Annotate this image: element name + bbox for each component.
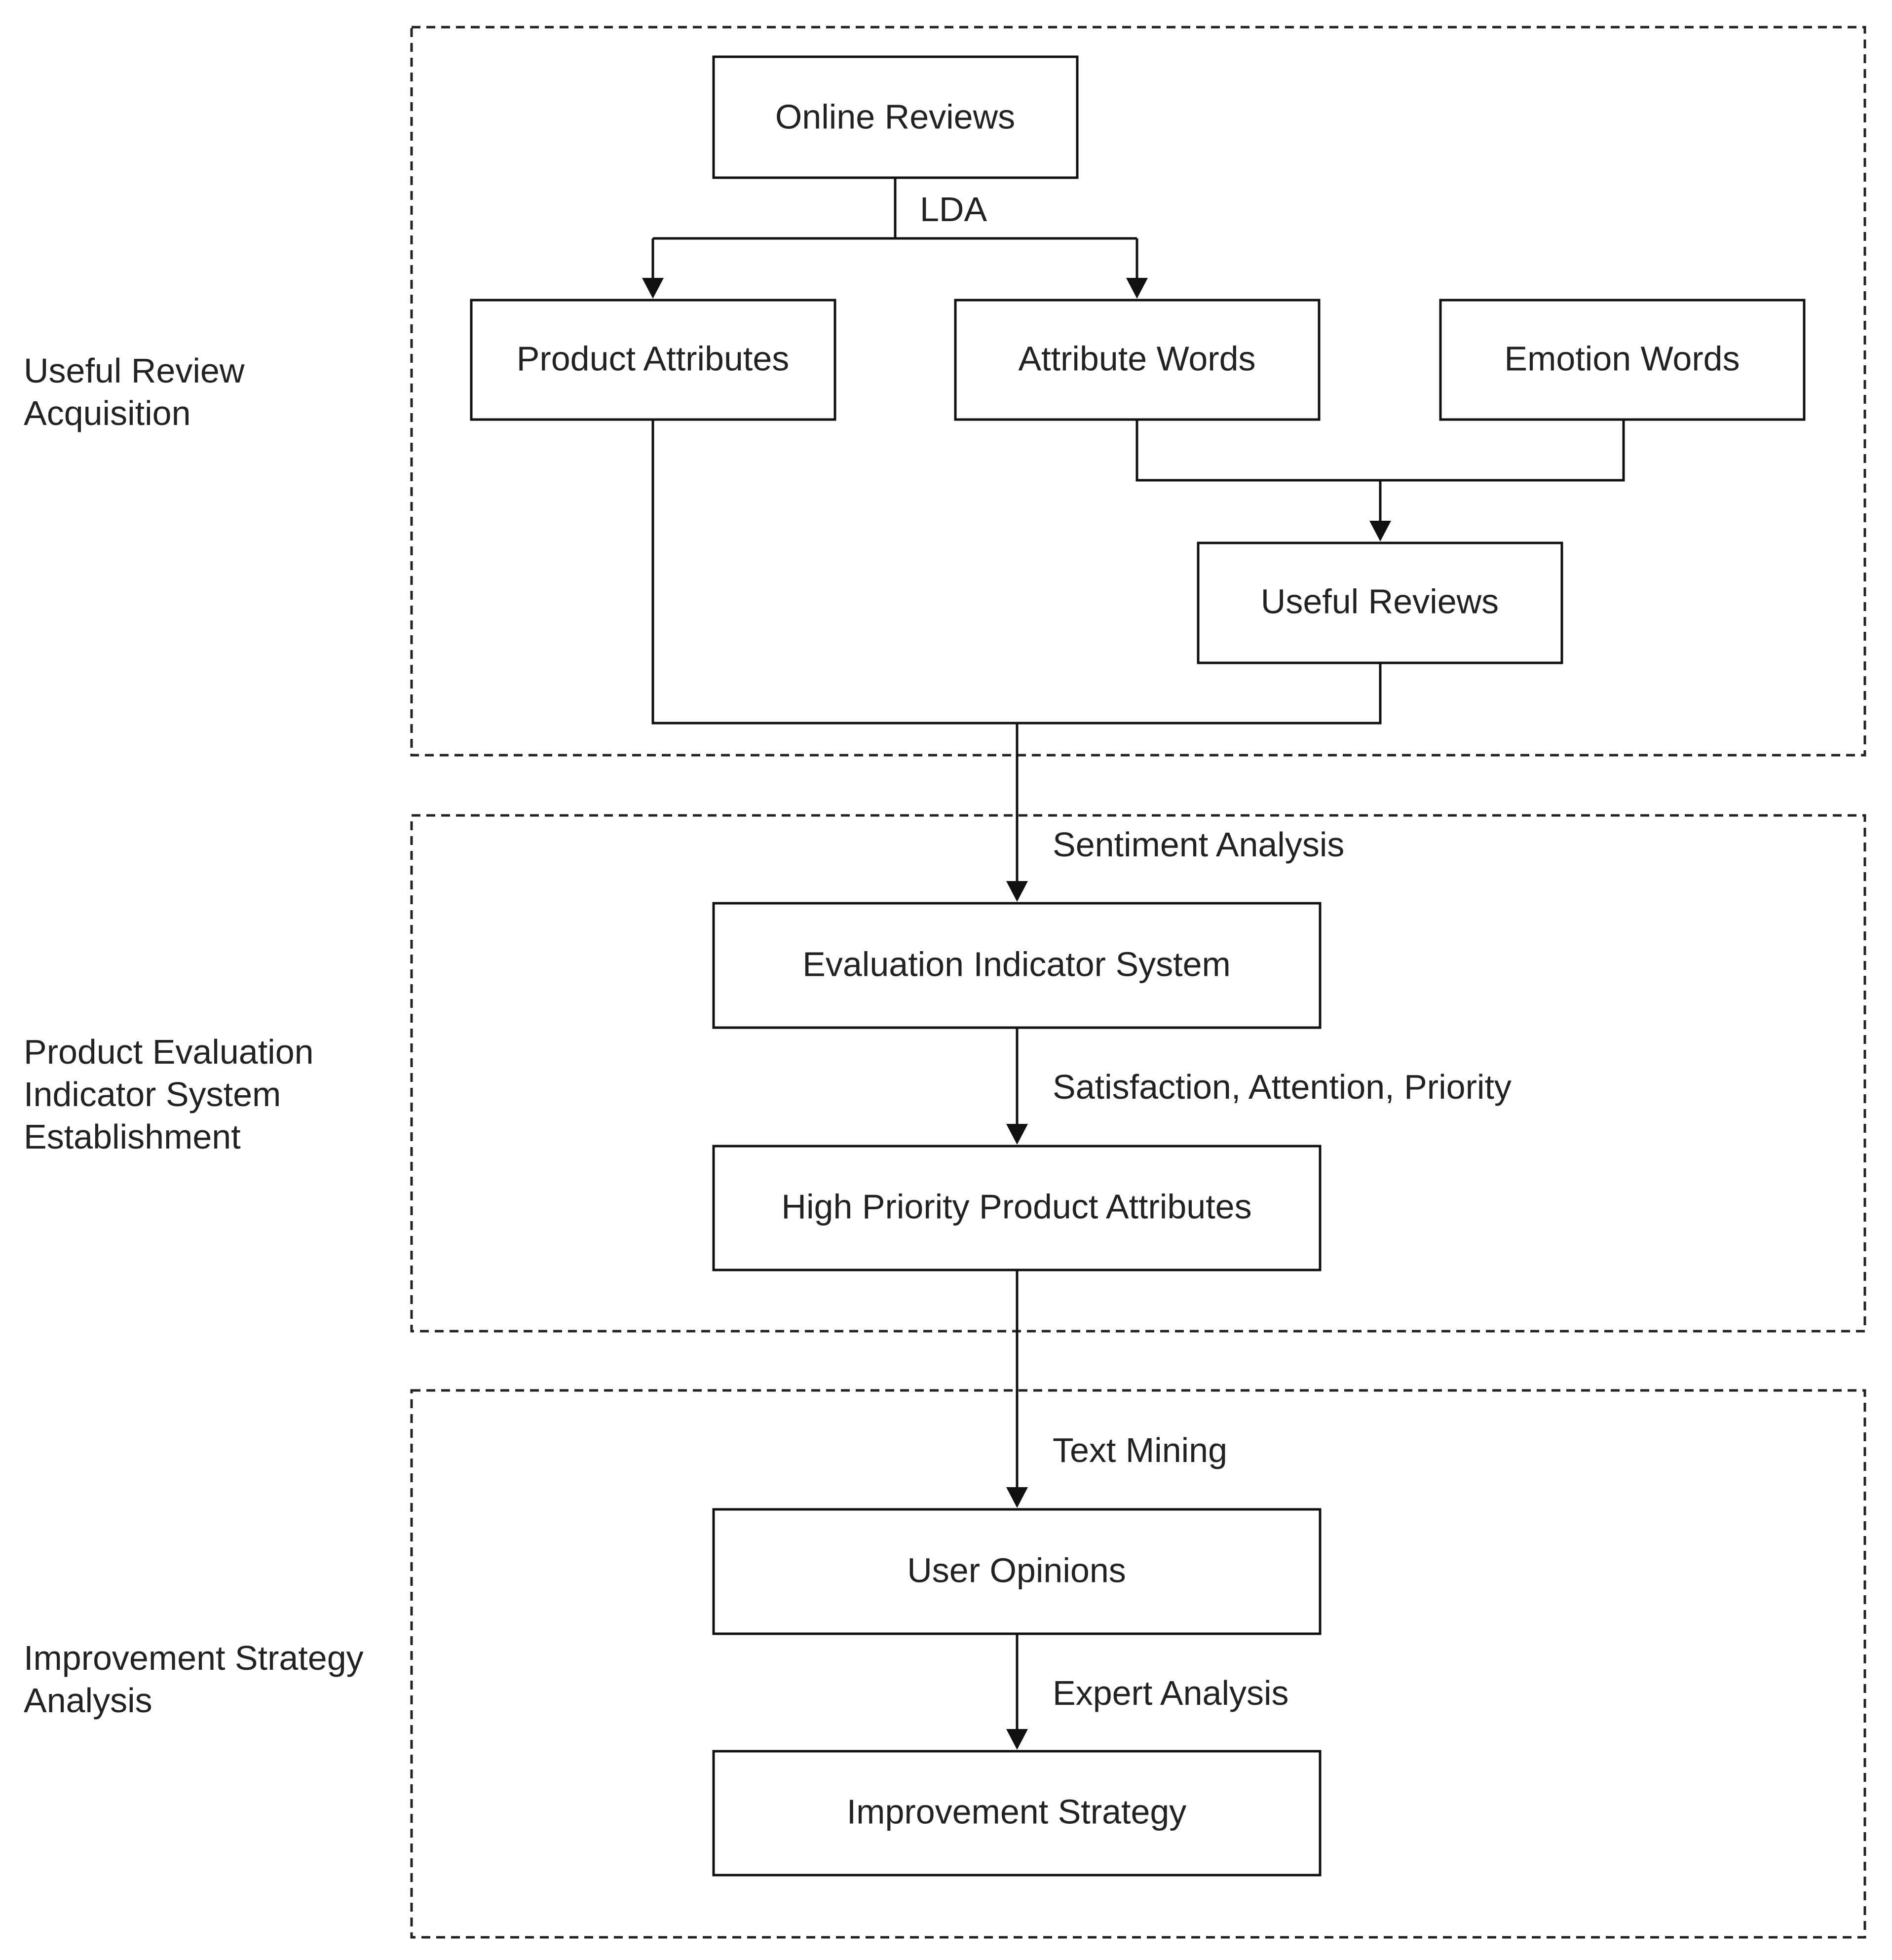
stage-frame-establishment [410,814,1866,1333]
node-label: Product Attributes [517,339,790,378]
edge-label-satisfaction-attention-priority: Satisfaction, Attention, Priority [1053,1068,1512,1106]
stage-label-acquisition: Useful Review Acquisition [24,351,254,432]
arrow-head-icon [642,278,664,299]
node-product-attributes: Product Attributes [470,299,836,421]
stage-label-establishment: Product Evaluation Indicator System Esta… [24,1033,323,1156]
arrow-head-icon [1006,1487,1028,1508]
node-label: Attribute Words [1018,339,1255,378]
node-label: Emotion Words [1504,339,1740,378]
node-label: User Opinions [907,1551,1126,1589]
node-emotion-words: Emotion Words [1439,299,1806,421]
edge-label-sentiment-analysis: Sentiment Analysis [1053,825,1344,864]
stage-frame-acquisition [410,26,1866,757]
stage-label-line: Product Evaluation [24,1033,314,1071]
node-label: Evaluation Indicator System [802,945,1231,983]
stage-label-line: Analysis [24,1681,152,1720]
arrow-head-icon [1369,521,1391,541]
node-attribute-words: Attribute Words [954,299,1321,421]
edge-label-text-mining: Text Mining [1053,1431,1227,1469]
node-online-reviews: Online Reviews [712,55,1079,179]
node-improvement-strategy: Improvement Strategy [712,1750,1322,1877]
arrow-head-icon [1006,881,1028,902]
stage-label-line: Acquisition [24,394,191,432]
arrow-head-icon [1006,1124,1028,1145]
stage-label-line: Useful Review [24,351,245,390]
stage-label-line: Establishment [24,1117,241,1156]
node-evaluation-indicator-system: Evaluation Indicator System [712,902,1322,1029]
stage-frame-strategy [410,1389,1866,1939]
node-label: Online Reviews [775,97,1015,136]
node-label: Useful Reviews [1261,582,1499,620]
node-user-opinions: User Opinions [712,1508,1322,1635]
edge-words-merge [1135,420,1625,529]
stage-label-strategy: Improvement Strategy Analysis [24,1639,373,1720]
stage-label-line: Improvement Strategy [24,1639,364,1677]
edge-label-lda: LDA [920,190,987,229]
stage-label-line: Indicator System [24,1075,281,1114]
arrow-head-icon [1126,278,1148,299]
node-label: Improvement Strategy [847,1792,1187,1831]
arrow-head-icon [1006,1729,1028,1750]
edge-merge-to-evaluation [651,420,1382,888]
edge-label-expert-analysis: Expert Analysis [1053,1674,1289,1712]
edge-online-reviews-split [651,178,1138,286]
node-label: High Priority Product Attributes [781,1187,1251,1226]
node-useful-reviews: Useful Reviews [1197,541,1563,664]
node-high-priority-product-attributes: High Priority Product Attributes [712,1145,1322,1271]
